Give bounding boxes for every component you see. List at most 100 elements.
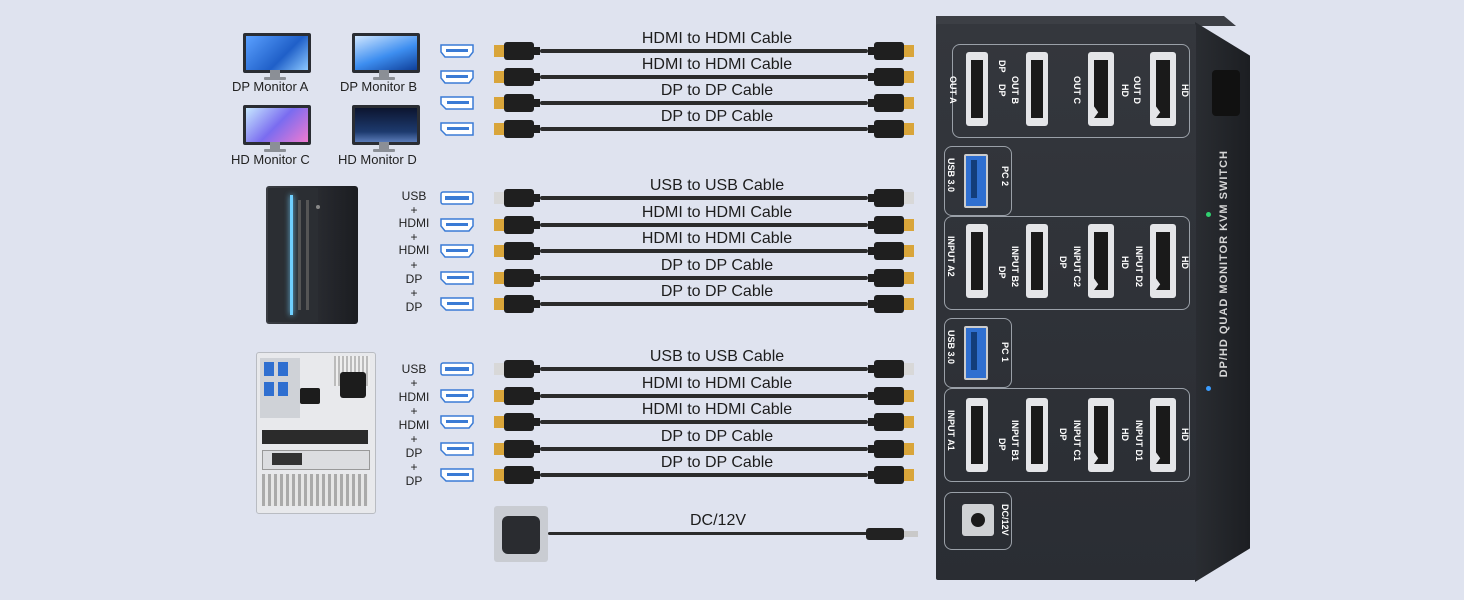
- out-a-dp-label: DP: [997, 60, 1007, 73]
- input-d2-hd-label: HD: [1180, 256, 1190, 269]
- hdmi-plug-icon: [868, 41, 914, 66]
- hdmi-port-icon: [440, 217, 474, 233]
- usb-port-icon: [440, 361, 474, 377]
- dp-plug-icon: [494, 294, 540, 319]
- input-b2-label: INPUT B2: [1010, 246, 1020, 288]
- hdmi-plug-icon: [494, 386, 540, 411]
- hdmi-plug-icon: [868, 67, 914, 92]
- input-c1-label: INPUT C1: [1072, 420, 1082, 462]
- input-a1-dp-label: DP: [997, 438, 1007, 451]
- cable-label: HDMI to HDMI Cable: [641, 56, 793, 73]
- input-a2-dp-label: DP: [997, 266, 1007, 279]
- usb-port-icon: [440, 190, 474, 206]
- hdmi-plug-icon: [868, 386, 914, 411]
- dp-plug-icon: [494, 268, 540, 293]
- cable-line: [540, 302, 868, 306]
- dp-plug-icon: [868, 93, 914, 118]
- power-cable-label: DC/12V: [689, 512, 747, 529]
- cable-line: [540, 473, 868, 477]
- cable-label: DP to DP Cable: [660, 427, 774, 445]
- hdmi-port-icon: [440, 43, 474, 59]
- dp-plug-icon: [868, 119, 914, 144]
- cable-line: [540, 75, 868, 79]
- out-a-label: OUT A: [948, 76, 958, 104]
- cable-line: [540, 49, 868, 53]
- hdmi-plug-icon: [494, 41, 540, 66]
- input-b1-dp-label: DP: [1058, 428, 1068, 441]
- monitor-c-screen: [243, 105, 311, 145]
- pc1-led: [1206, 386, 1211, 391]
- out-d-hd-label: HD: [1180, 84, 1190, 97]
- input-a2-label: INPUT A2: [946, 236, 956, 277]
- dp-port-icon: [440, 270, 474, 286]
- switch-title: DP/HD QUAD MONITOR KVM SWITCH: [1218, 150, 1230, 378]
- cable-line: [540, 249, 868, 253]
- cable-label: USB to USB Cable: [649, 348, 785, 365]
- cable-line: [540, 446, 868, 451]
- input-d2-label: INPUT D2: [1134, 246, 1144, 288]
- cable-line: [540, 222, 868, 227]
- cable-line: [540, 275, 868, 280]
- cable-label: DP to DP Cable: [660, 108, 774, 125]
- dp-plug-icon: [494, 119, 540, 144]
- cable-line: [540, 393, 868, 398]
- dp-plug-icon: [494, 439, 540, 464]
- out-c-label: OUT C: [1072, 76, 1082, 104]
- input-c2-hd-label: HD: [1120, 256, 1130, 269]
- cable-line: [540, 420, 868, 424]
- cable-label: DP to DP Cable: [660, 256, 774, 274]
- dp-plug-icon: [494, 93, 540, 118]
- dp-plug-icon: [868, 268, 914, 293]
- pc1-label: PC 1: [1000, 342, 1010, 363]
- pc2-label: PC 2: [1000, 166, 1010, 187]
- input-b1-label: INPUT B1: [1010, 420, 1020, 462]
- cable-label: DP to DP Cable: [660, 454, 774, 471]
- dp-port-icon: [440, 296, 474, 312]
- cable-line: [540, 367, 868, 371]
- usb-plug-icon: [494, 188, 540, 213]
- hdmi-port-icon: [440, 243, 474, 259]
- input-a1-label: INPUT A1: [946, 410, 956, 451]
- out-d-label: OUT D: [1132, 76, 1142, 104]
- monitor-d-label: HD Monitor D: [338, 152, 417, 167]
- hdmi-port-icon: [440, 388, 474, 404]
- cable-label: HDMI to HDMI Cable: [641, 374, 793, 392]
- dc-port-label: DC/12V: [1000, 504, 1010, 536]
- usb-plug-icon: [868, 188, 914, 213]
- input-c2-label: INPUT C2: [1072, 246, 1082, 288]
- out-b-dp-label: DP: [997, 84, 1007, 97]
- dp-port-icon: [440, 95, 474, 111]
- cable-label: HDMI to HDMI Cable: [641, 30, 793, 47]
- dp-plug-icon: [868, 294, 914, 319]
- cable-label: HDMI to HDMI Cable: [641, 230, 793, 247]
- out-c-hd-label: HD: [1120, 84, 1130, 97]
- usb-plug-icon: [494, 359, 540, 384]
- input-d1-hd-label: HD: [1180, 428, 1190, 441]
- dp-plug-icon: [494, 465, 540, 490]
- dp-port-icon: [440, 467, 474, 483]
- monitor-b-screen: [352, 33, 420, 73]
- out-b-label: OUT B: [1010, 76, 1020, 104]
- dp-port-icon: [440, 441, 474, 457]
- dp-port-icon: [440, 121, 474, 137]
- dp-plug-icon: [868, 439, 914, 464]
- hdmi-port-icon: [440, 414, 474, 430]
- hdmi-plug-icon: [494, 215, 540, 240]
- cable-label: DP to DP Cable: [660, 283, 774, 300]
- cable-label: HDMI to HDMI Cable: [641, 203, 793, 221]
- hdmi-plug-icon: [494, 241, 540, 266]
- monitor-d-screen: [352, 105, 420, 145]
- hdmi-plug-icon: [494, 412, 540, 437]
- hdmi-port-icon: [440, 69, 474, 85]
- cable-line: [540, 101, 868, 105]
- usb-plug-icon: [868, 359, 914, 384]
- dp-plug-icon: [868, 465, 914, 490]
- monitor-c-label: HD Monitor C: [231, 152, 310, 167]
- input-b2-dp-label: DP: [1058, 256, 1068, 269]
- cable-line: [540, 127, 868, 131]
- hdmi-plug-icon: [868, 215, 914, 240]
- monitor-a-label: DP Monitor A: [232, 79, 309, 94]
- hdmi-plug-icon: [494, 67, 540, 92]
- hdmi-plug-icon: [868, 241, 914, 266]
- cable-label: USB to USB Cable: [649, 177, 785, 194]
